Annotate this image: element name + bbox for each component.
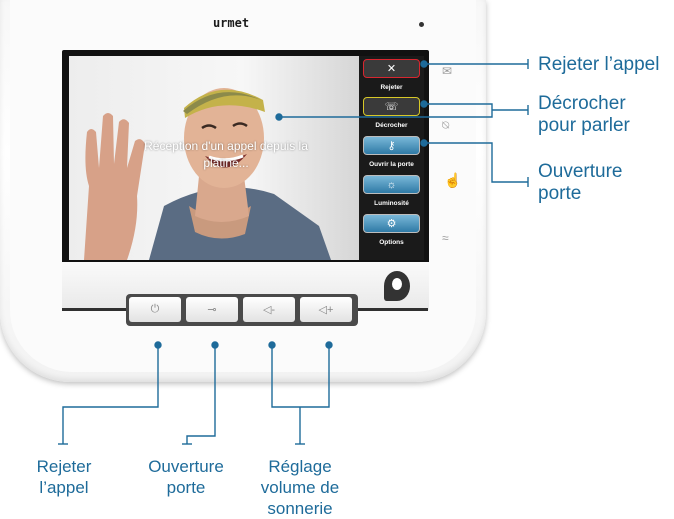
physical-keys: ⏻ ⊸ ◁- ◁+ xyxy=(126,294,358,326)
power-icon: ⏻ xyxy=(150,303,160,315)
camera-indicator xyxy=(419,22,424,27)
brightness-label: Luminosité xyxy=(374,200,409,207)
callout-bottom-reject-line2: l’appel xyxy=(39,478,89,497)
volume-down-key[interactable]: ◁- xyxy=(243,297,295,322)
panel-groove-right xyxy=(358,308,428,311)
callout-bottom-door-line2: porte xyxy=(166,478,206,497)
power-key[interactable]: ⏻ xyxy=(129,297,181,322)
callout-right-answer-line2: pour parler xyxy=(538,115,630,136)
callout-bottom-volume-line1: Réglage xyxy=(268,457,332,476)
callout-bottom-reject-line1: Rejeter xyxy=(36,457,92,476)
volume-up-icon: ◁+ xyxy=(318,304,334,316)
callout-right-reject: Rejeter l’appel xyxy=(538,54,660,75)
callout-right-door-line2: porte xyxy=(538,183,582,204)
mute-icon: ⍉ xyxy=(442,118,450,132)
callout-bottom-volume-line3: sonnerie xyxy=(267,499,333,518)
callout-bottom-door-line1: Ouverture xyxy=(148,457,224,476)
phone-answer-icon: ☏ xyxy=(363,97,420,116)
callout-right-door: Ouverture porte xyxy=(538,161,622,205)
callout-right-answer: Décrocher pour parler xyxy=(538,93,630,137)
incoming-call-message: Réception d'un appel depuis la platine..… xyxy=(144,139,308,170)
reject-label: Rejeter xyxy=(380,84,403,91)
wireless-icon: ≈ xyxy=(442,231,449,245)
door-open-key[interactable]: ⊸ xyxy=(186,297,238,322)
panel-groove-left xyxy=(62,308,126,311)
options-label: Options xyxy=(379,239,404,246)
video-feed xyxy=(69,56,359,260)
open-door-label: Ouvrir la porte xyxy=(369,161,414,168)
callout-bottom-door: Ouverture porte xyxy=(134,456,238,498)
door-key-icon: ⚷ xyxy=(363,136,420,155)
settings-icon: ⚙ xyxy=(363,214,420,233)
call-menu: ✕ Rejeter ☏ Décrocher ⚷ Ouvrir la porte … xyxy=(359,56,424,260)
brand-logo: urmet xyxy=(212,16,250,30)
badge-center xyxy=(392,278,402,290)
touch-icon: ☝ xyxy=(444,172,462,188)
callout-bottom-volume-line2: volume de xyxy=(260,478,340,497)
volume-up-key[interactable]: ◁+ xyxy=(300,297,352,322)
key-icon: ⊸ xyxy=(207,304,217,316)
answer-label: Décrocher xyxy=(375,122,408,129)
callout-right-door-line1: Ouverture xyxy=(538,161,623,182)
mail-icon: ✉ xyxy=(442,64,453,78)
callout-bottom-reject: Rejeter l’appel xyxy=(28,456,100,498)
close-icon: ✕ xyxy=(363,59,420,78)
callout-right-answer-line1: Décrocher xyxy=(538,93,626,114)
brightness-icon: ☼ xyxy=(363,175,420,194)
visitor-image xyxy=(69,56,359,260)
volume-down-icon: ◁- xyxy=(262,304,276,316)
callout-bottom-volume: Réglage volume de sonnerie xyxy=(250,456,350,519)
